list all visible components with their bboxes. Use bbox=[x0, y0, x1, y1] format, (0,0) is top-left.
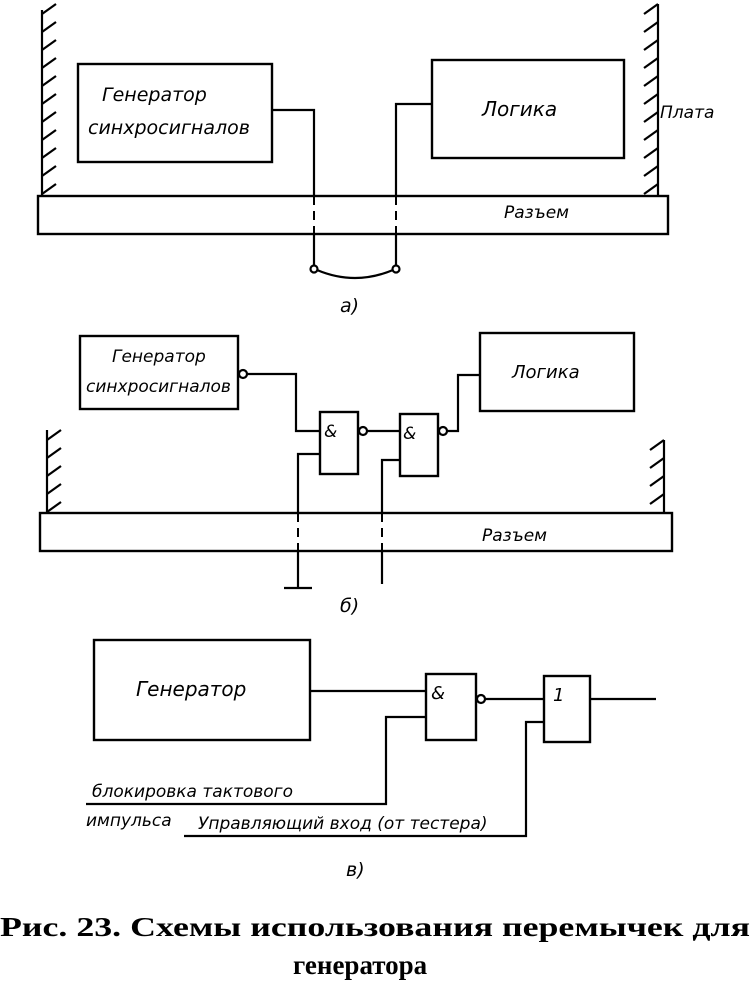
generator-box-a bbox=[76, 62, 274, 164]
logic-box-b bbox=[478, 331, 636, 413]
logic-box-a bbox=[430, 58, 626, 160]
figure-caption-line2: генератора bbox=[293, 950, 428, 980]
left-wall-hatching bbox=[41, 3, 57, 195]
generator-box-b bbox=[78, 334, 240, 411]
and-gate-1-symbol: & bbox=[324, 422, 337, 442]
or-gate-c-symbol: 1 bbox=[553, 685, 564, 706]
wire-gate1-lower-input bbox=[296, 452, 320, 513]
jumper-contact-right bbox=[391, 264, 401, 274]
right-wall-hatching bbox=[643, 3, 659, 195]
diagram-b-label: б) bbox=[340, 595, 359, 617]
jumper-contact-left bbox=[309, 264, 319, 274]
diagram-c-label: в) bbox=[346, 859, 365, 881]
connector-label-b: Разъем bbox=[482, 526, 547, 546]
and-gate-c-output-bubble bbox=[475, 693, 487, 705]
wire-logic-a bbox=[394, 102, 432, 196]
wire-control-input bbox=[184, 720, 544, 838]
generator-label-a-line1: Генератор bbox=[102, 84, 207, 106]
board-label: Плата bbox=[660, 103, 714, 123]
left-wall-hatching-b bbox=[46, 429, 62, 513]
generator-box-c bbox=[92, 638, 312, 742]
generator-label-b-line1: Генератор bbox=[112, 347, 206, 367]
jumper-wire bbox=[316, 268, 394, 280]
and-gate-c-symbol: & bbox=[431, 683, 445, 704]
and-gate-2-output-bubble bbox=[437, 425, 449, 437]
wire-gate2-lower-input bbox=[380, 458, 400, 513]
generator-b-output-bubble bbox=[237, 368, 249, 380]
diagram-c: Генератор & 1 блокировка тактового импул… bbox=[86, 638, 656, 881]
generator-label-a-line2: синхросигналов bbox=[88, 117, 250, 139]
block-clock-label-line2: импульса bbox=[86, 811, 172, 831]
diagram-a: Генератор синхросигналов Логика Плата Ра… bbox=[36, 3, 714, 317]
or-gate-c bbox=[542, 674, 592, 744]
diagram-a-label: а) bbox=[340, 295, 359, 317]
and-gate-c bbox=[424, 672, 478, 742]
control-input-label: Управляющий вход (от тестера) bbox=[198, 814, 488, 834]
wire-generator-a bbox=[272, 108, 316, 196]
generator-label-c: Генератор bbox=[136, 677, 246, 701]
and-gate-1-output-bubble bbox=[357, 425, 369, 437]
generator-label-b-line2: синхросигналов bbox=[86, 377, 231, 397]
wire-gate2-to-logic bbox=[447, 373, 480, 433]
and-gate-1 bbox=[318, 410, 360, 476]
diagram-b: Генератор синхросигналов Логика & & Разъ… bbox=[38, 331, 674, 617]
connector-b bbox=[38, 511, 674, 553]
connector-a bbox=[36, 194, 670, 236]
right-wall-hatching-b bbox=[649, 439, 665, 505]
and-gate-2 bbox=[398, 412, 440, 478]
logic-label-b: Логика bbox=[511, 362, 580, 383]
wire-generator-to-gate1 bbox=[247, 372, 320, 433]
connector-label-a: Разъем bbox=[504, 203, 569, 223]
block-clock-label-line1: блокировка тактового bbox=[92, 782, 293, 802]
logic-label-a: Логика bbox=[481, 97, 557, 121]
wire-block-clock bbox=[86, 715, 426, 806]
figure-caption-line1: Рис. 23. Схемы использования перемычек д… bbox=[0, 912, 750, 942]
and-gate-2-symbol: & bbox=[403, 424, 416, 444]
